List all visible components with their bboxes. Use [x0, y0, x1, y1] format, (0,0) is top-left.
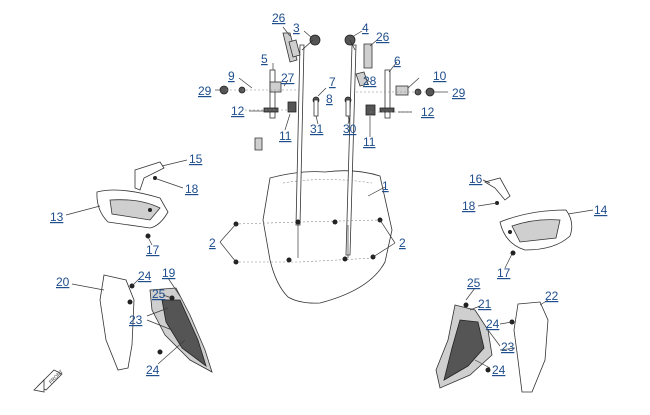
callout-25-left: 25: [152, 287, 166, 301]
callout-28: 28: [363, 74, 377, 88]
callout-16: 16: [469, 172, 483, 186]
windshield: [262, 170, 393, 304]
front-direction-arrow-icon: FRONT: [33, 369, 65, 393]
callout-13: 13: [50, 210, 64, 224]
callout-29-right: 29: [452, 86, 466, 100]
callout-21: 21: [478, 297, 492, 311]
windshield-support-rods: [295, 44, 357, 258]
callout-17-left: 17: [146, 243, 160, 257]
callout-6: 6: [394, 54, 401, 68]
callout-14: 14: [594, 203, 608, 217]
callout-26-left: 26: [272, 11, 286, 25]
callout-24-a: 24: [138, 269, 152, 283]
left-mirror: [96, 161, 169, 239]
right-mirror: [483, 177, 573, 256]
callout-20: 20: [56, 275, 70, 289]
callout-26-right: 26: [376, 30, 390, 44]
callout-30: 30: [343, 122, 357, 136]
top-knobs: [301, 34, 356, 51]
callout-23-right: 23: [501, 340, 515, 354]
callout-22: 22: [545, 289, 559, 303]
callout-1: 1: [382, 179, 389, 193]
callout-2-left: 2: [209, 236, 216, 250]
callout-8: 8: [326, 92, 333, 106]
callout-18-right: 18: [462, 199, 476, 213]
nuts: [219, 85, 435, 97]
callout-19: 19: [162, 266, 176, 280]
callout-27: 27: [281, 71, 295, 85]
callout-2-right: 2: [399, 236, 406, 250]
right-clamp-assembly: [344, 43, 409, 119]
callout-7: 7: [329, 75, 336, 89]
callout-23-left: 23: [129, 313, 143, 327]
callout-3: 3: [293, 21, 300, 35]
callout-24-b: 24: [146, 363, 160, 377]
callout-numbers: 1 2 2 3 4 5 6 7 8 9 10 11 11 12 12 13 14…: [50, 11, 608, 377]
callout-5: 5: [261, 52, 268, 66]
callout-10: 10: [433, 69, 447, 83]
callout-15: 15: [189, 152, 203, 166]
callout-9: 9: [228, 69, 235, 83]
callout-24-c: 24: [486, 317, 500, 331]
callout-12-left: 12: [231, 104, 245, 118]
callout-29-left: 29: [198, 84, 212, 98]
callout-31: 31: [310, 122, 324, 136]
callout-25-right: 25: [467, 276, 481, 290]
callout-4: 4: [362, 21, 369, 35]
callout-17-right: 17: [497, 266, 511, 280]
callout-11-right: 11: [363, 135, 376, 149]
callout-24-d: 24: [492, 363, 506, 377]
right-side-fairing: [435, 301, 549, 393]
callout-18-left: 18: [185, 182, 199, 196]
callout-11-left: 11: [279, 129, 292, 143]
callout-12-right: 12: [421, 105, 435, 119]
callout-leader-lines: [65, 26, 594, 369]
